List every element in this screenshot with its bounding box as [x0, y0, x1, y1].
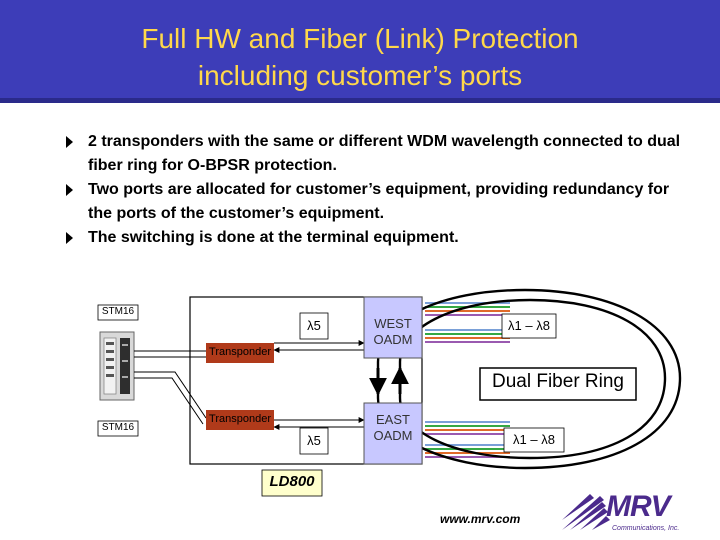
mrv-logo-icon [562, 494, 610, 530]
stm-top-label: STM16 [101, 306, 135, 317]
bullet-text: Two ports are allocated for customer’s e… [88, 181, 670, 222]
slide-title-line-2: including customer’s ports [197, 60, 523, 91]
range-top-box [501, 313, 557, 339]
transponder-bottom-label: Transponder [209, 413, 271, 425]
west-oadm-line-2: OADM [373, 332, 413, 347]
bullet-text: The switching is done at the terminal eq… [88, 229, 459, 246]
website-label: www.mrv.com [440, 512, 521, 526]
lambda-top-label: λ5 [307, 318, 321, 333]
lambda-top-box [299, 312, 329, 340]
east-oadm-line-2: OADM [373, 428, 413, 443]
east-oadm-line-1: EAST [376, 412, 410, 427]
transponder-top-label: Transponder [209, 346, 271, 358]
west-oadm-box [363, 296, 423, 359]
bullet-arrow-icon [66, 184, 73, 196]
west-oadm-label: WEST OADM [364, 316, 422, 348]
range-top-label: λ1 – λ8 [508, 318, 550, 333]
bullet-arrow-icon [66, 232, 73, 244]
fiber-ring-inner [376, 288, 682, 470]
slide-title: Full HW and Fiber (Link) Protection incl… [0, 20, 720, 94]
customer-link-bottom [134, 371, 207, 419]
server-rack-icon [99, 331, 135, 401]
slide-title-line-1: Full HW and Fiber (Link) Protection [141, 23, 579, 54]
lambda-bottom-box [299, 427, 329, 455]
stm-top-box [97, 304, 139, 321]
title-banner-underline [0, 98, 720, 103]
title-banner [0, 0, 720, 103]
ring-label-box [479, 367, 637, 401]
mrv-logo-text: MRV [606, 490, 671, 523]
bullet-arrow-icon [66, 136, 73, 148]
fiber-ring-outer [398, 298, 667, 460]
bullet-item: Two ports are allocated for customer’s e… [66, 178, 686, 226]
fiber-bundle-top [425, 302, 510, 343]
range-bottom-box [503, 427, 565, 453]
stm-bottom-label: STM16 [101, 422, 135, 433]
east-oadm-box [363, 402, 423, 465]
ring-label: Dual Fiber Ring [492, 371, 624, 392]
range-bottom-label: λ1 – λ8 [513, 432, 555, 447]
customer-link-bottom [134, 377, 204, 425]
ld800-label: LD800 [269, 473, 315, 490]
transponder-top-box [206, 343, 274, 363]
west-oadm-line-1: WEST [374, 316, 412, 331]
bullet-item: 2 transponders with the same or differen… [66, 130, 686, 178]
ld800-label-box [261, 469, 323, 497]
bullet-text: 2 transponders with the same or differen… [88, 133, 681, 174]
lambda-bottom-label: λ5 [307, 433, 321, 448]
transponder-bottom-box [206, 410, 274, 430]
east-oadm-label: EAST OADM [364, 412, 422, 444]
mrv-logo-subtext: Communications, Inc. [612, 525, 680, 532]
stm-bottom-box [97, 420, 139, 437]
bullet-list: 2 transponders with the same or differen… [66, 130, 686, 250]
bullet-item: The switching is done at the terminal eq… [66, 226, 686, 250]
